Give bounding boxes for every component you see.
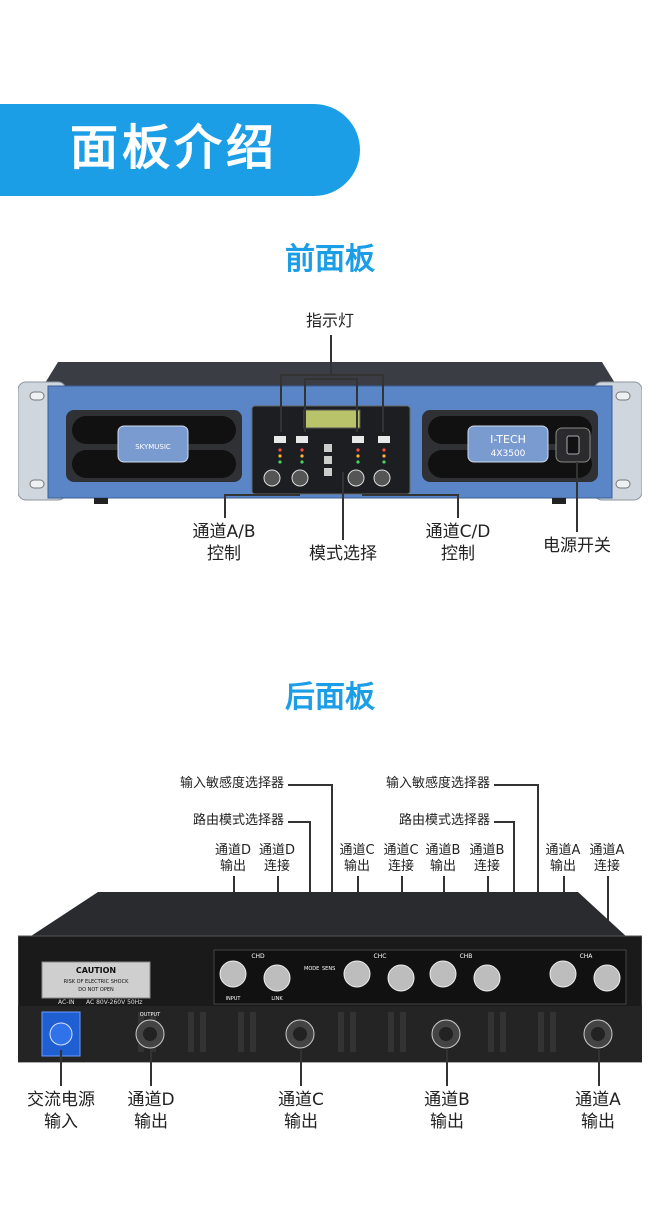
route-selector-label-right: 路由模式选择器 — [398, 813, 490, 828]
model-name: I-TECH — [490, 433, 526, 446]
bottom-cha-label-2: 输出 — [581, 1112, 615, 1132]
rear-chd-text: CHD — [251, 953, 265, 960]
bottom-chc-label: 通道C — [278, 1090, 324, 1110]
rear-panel-device: CAUTION RISK OF ELECTRIC SHOCK DO NOT OP… — [18, 892, 642, 1063]
bottom-chd-label: 通道D — [127, 1090, 175, 1110]
rear-input-text: INPUT — [226, 996, 242, 1002]
sens-selector-label-left: 输入敏感度选择器 — [179, 776, 284, 791]
chd-output-label: 通道D — [214, 843, 251, 858]
mode-select-label: 模式选择 — [309, 544, 377, 564]
brand-logo: SKYMUSIC — [135, 443, 171, 451]
route-selector-label-left: 路由模式选择器 — [192, 813, 284, 828]
ac-in-text: AC-IN — [58, 999, 75, 1006]
rear-sens-text: SENS — [322, 966, 335, 972]
front-panel-device: SKYMUSIC I-TECH 4X3500 — [18, 362, 642, 504]
indicator-label: 指示灯 — [305, 311, 354, 330]
caution-line2: DO NOT OPEN — [78, 987, 114, 993]
chc-link-label: 通道C — [383, 843, 419, 858]
ch-cd-control-label: 通道C/D — [425, 522, 491, 542]
ch-cd-control-label-2: 控制 — [441, 544, 475, 564]
caution-line1: RISK OF ELECTRIC SHOCK — [64, 979, 129, 985]
ch-ab-control-label-2: 控制 — [207, 544, 241, 564]
front-panel-title: 前面板 — [285, 242, 375, 277]
chb-output-label-2: 输出 — [429, 859, 456, 874]
chd-link-label: 通道D — [258, 843, 295, 858]
section-banner — [0, 104, 360, 196]
bottom-chb-label: 通道B — [424, 1090, 470, 1110]
chb-link-label-2: 连接 — [473, 859, 500, 874]
chc-link-label-2: 连接 — [387, 859, 414, 874]
rear-chb-text: CHB — [460, 953, 473, 960]
chb-link-label: 通道B — [469, 843, 505, 858]
chc-output-label-2: 输出 — [343, 859, 370, 874]
model-number: 4X3500 — [491, 449, 526, 459]
banner-title: 面板介绍 — [70, 120, 279, 176]
ch-ab-control-label: 通道A/B — [192, 522, 256, 542]
ac-input-label-2: 输入 — [44, 1112, 78, 1132]
ac-rating-text: AC 80V-260V 50Hz — [86, 999, 142, 1006]
rear-link-text: LINK — [271, 996, 283, 1002]
cha-link-label: 通道A — [589, 843, 625, 858]
bottom-chc-label-2: 输出 — [284, 1112, 318, 1132]
caution-title: CAUTION — [76, 966, 116, 975]
chd-output-label-2: 输出 — [219, 859, 246, 874]
rear-output-text: OUTPUT — [140, 1012, 161, 1018]
cha-output-label-2: 输出 — [549, 859, 576, 874]
ac-input-label: 交流电源 — [27, 1090, 95, 1110]
cha-link-label-2: 连接 — [593, 859, 620, 874]
sens-selector-label-right: 输入敏感度选择器 — [385, 776, 490, 791]
power-switch-label: 电源开关 — [543, 536, 611, 556]
bottom-chd-label-2: 输出 — [134, 1112, 168, 1132]
bottom-chb-label-2: 输出 — [430, 1112, 464, 1132]
chc-output-label: 通道C — [339, 843, 375, 858]
chd-link-label-2: 连接 — [263, 859, 290, 874]
rear-panel-title: 后面板 — [285, 680, 375, 715]
chb-output-label: 通道B — [425, 843, 461, 858]
cha-output-label: 通道A — [545, 843, 581, 858]
rear-chc-text: CHC — [374, 953, 387, 960]
bottom-cha-label: 通道A — [575, 1090, 621, 1110]
rear-cha-text: CHA — [580, 953, 594, 960]
rear-mode-text: MODE — [304, 966, 319, 972]
